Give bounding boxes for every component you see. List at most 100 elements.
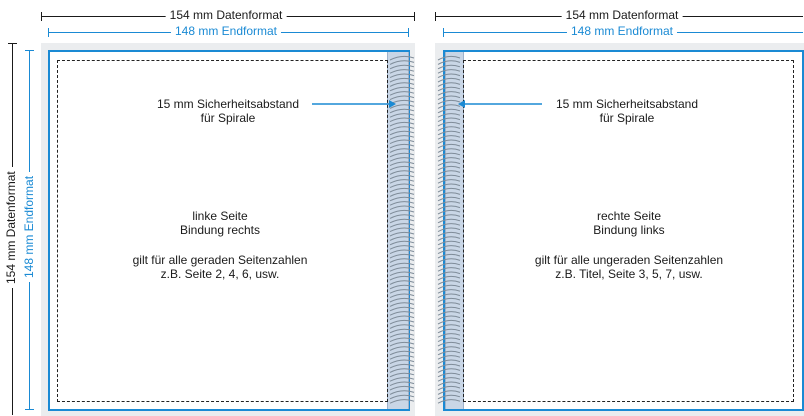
spiral-coil xyxy=(437,302,461,307)
spiral-coil xyxy=(389,117,415,123)
spiral-coil xyxy=(389,350,415,356)
spiral-coil xyxy=(389,77,415,83)
spiral-coil xyxy=(389,174,415,180)
spiral-coil xyxy=(437,328,461,334)
side-label: linke Seite xyxy=(192,209,248,223)
spiral-coil xyxy=(389,302,415,307)
dimension-tick xyxy=(8,43,17,44)
spiral-coil xyxy=(389,69,415,74)
spiral-coil xyxy=(437,381,461,387)
spiral-coil xyxy=(437,60,461,65)
safety-area xyxy=(463,60,794,402)
spiral-coil xyxy=(437,104,461,109)
spiral-coil xyxy=(389,143,415,149)
spiral-coil xyxy=(437,152,461,158)
spiral-coil xyxy=(389,183,415,189)
spiral-coil xyxy=(437,267,461,272)
spiral-coil xyxy=(437,245,461,250)
spiral-coil xyxy=(389,82,415,87)
spiral-coil xyxy=(437,258,461,263)
spiral-coil xyxy=(437,108,461,114)
spiral-coil xyxy=(389,346,415,351)
spiral-coil xyxy=(389,236,415,241)
spiral-coil xyxy=(389,280,415,285)
datenformat-label: 154 mm Datenformat xyxy=(165,8,287,22)
spiral-coil xyxy=(437,377,461,382)
spiral-coil xyxy=(437,130,461,136)
spiral-coil xyxy=(437,95,461,101)
spiral-coil xyxy=(437,346,461,351)
dimension-tick xyxy=(48,28,49,37)
spiral-coil xyxy=(437,240,461,246)
spiral-coil xyxy=(437,223,461,228)
spiral-coil xyxy=(389,121,415,127)
spiral-coil xyxy=(389,60,415,65)
spiral-coil xyxy=(437,69,461,74)
spiral-coil xyxy=(437,253,461,259)
spiral-coil xyxy=(437,355,461,360)
spiral-coil xyxy=(389,179,415,184)
rule-label: gilt für alle geraden Seitenzahlen xyxy=(132,253,308,267)
spiral-coil xyxy=(389,253,415,259)
spiral-coil xyxy=(437,139,461,145)
spiral-coil xyxy=(389,249,415,255)
spiral-coil xyxy=(437,170,461,175)
spiral-coil xyxy=(437,143,461,149)
spiral-coil xyxy=(389,390,415,395)
spiral-coil xyxy=(437,126,461,131)
spiral-coil xyxy=(437,359,461,365)
trim-frame xyxy=(443,50,804,411)
spiral-coil xyxy=(389,319,415,325)
spiral-coil xyxy=(437,135,461,140)
spiral-coil xyxy=(437,311,461,316)
safety-area xyxy=(57,60,388,402)
spiral-coil xyxy=(437,157,461,162)
dimension-tick xyxy=(25,409,34,410)
spiral-coil xyxy=(389,311,415,316)
spiral-coil xyxy=(389,73,415,79)
spiral-coil xyxy=(389,139,415,145)
side-label: rechte Seite xyxy=(596,209,662,223)
spiral-coil xyxy=(389,240,415,246)
dimension-tick xyxy=(414,12,415,21)
spiral-coil xyxy=(437,91,461,96)
spiral-coil xyxy=(437,368,461,373)
spiral-coil xyxy=(437,148,461,153)
spiral-coil xyxy=(389,86,415,92)
spiral-coil xyxy=(437,161,461,167)
safety-note-line2: für Spirale xyxy=(599,111,655,125)
spiral-coil xyxy=(389,399,415,404)
spiral-coil xyxy=(437,231,461,237)
spiral-coil xyxy=(437,121,461,127)
spiral-coil xyxy=(389,337,415,343)
spiral-coil xyxy=(437,165,461,171)
example-label: z.B. Seite 2, 4, 6, usw. xyxy=(160,267,280,281)
spiral-coil xyxy=(389,289,415,294)
spiral-coil xyxy=(389,126,415,131)
spiral-coil xyxy=(437,236,461,241)
spiral-coil xyxy=(437,271,461,277)
spiral-coil xyxy=(437,394,461,400)
dimension-tick xyxy=(408,28,409,37)
spiral-coil xyxy=(389,381,415,387)
endformat-label: 148 mm Endformat xyxy=(566,24,678,38)
spiral-coil xyxy=(437,319,461,325)
spiral-coil xyxy=(437,390,461,395)
spiral-coil xyxy=(389,297,415,303)
spiral-coil xyxy=(389,227,415,233)
spiral-coil xyxy=(437,86,461,92)
spiral-coil xyxy=(437,174,461,180)
spiral-coil xyxy=(389,275,415,281)
spiral-coil xyxy=(437,82,461,87)
spiral-coil xyxy=(437,280,461,285)
spiral-coil xyxy=(437,341,461,347)
spiral-coil xyxy=(389,205,415,211)
dimension-tick xyxy=(41,12,42,21)
spiral-coil xyxy=(437,192,461,197)
spiral-coil xyxy=(437,227,461,233)
spiral-coil xyxy=(389,385,415,391)
spiral-coil xyxy=(437,201,461,206)
spiral-coil xyxy=(389,64,415,70)
spiral-coil xyxy=(437,372,461,378)
spiral-coil xyxy=(389,355,415,360)
